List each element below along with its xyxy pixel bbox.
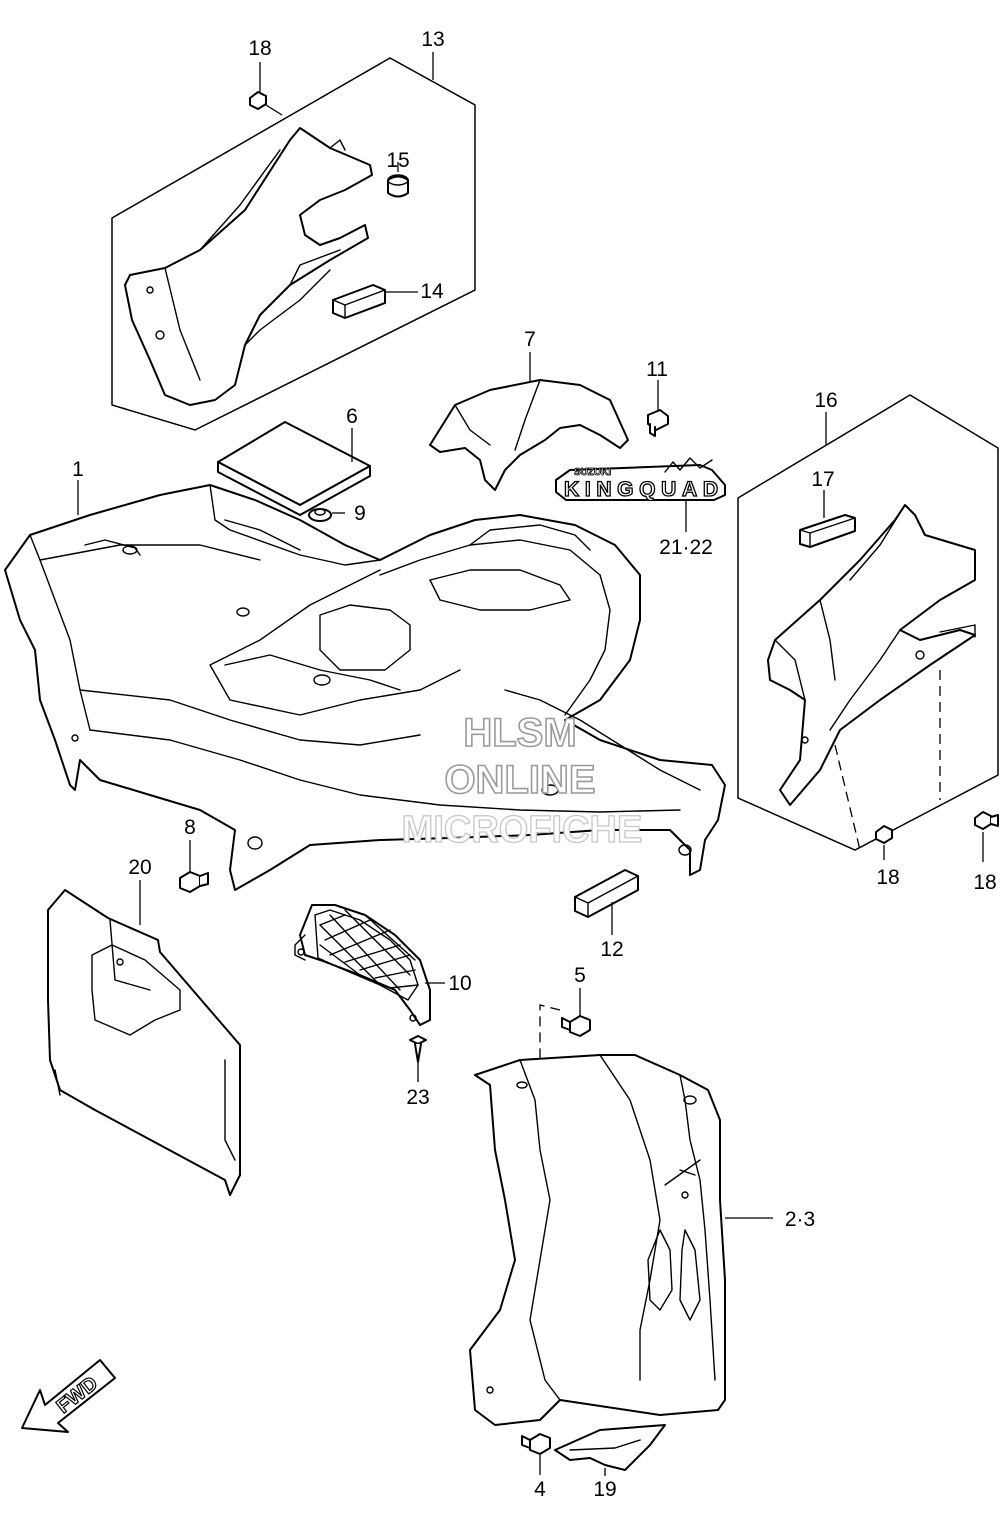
- callout-6: 6: [346, 405, 358, 428]
- kit-13-frame: [111, 57, 476, 431]
- part-14-pad: [332, 284, 386, 319]
- part-9-grommet: [308, 508, 332, 522]
- callout-16: 16: [814, 389, 837, 412]
- part-12-pad: [574, 869, 639, 918]
- watermark: HLSM ONLINE MICROFICHE: [401, 710, 643, 851]
- part-4-bolt: [521, 1433, 551, 1455]
- callout-4: 4: [534, 1478, 546, 1501]
- callout-8: 8: [184, 816, 196, 839]
- callout-14: 14: [420, 280, 444, 303]
- watermark-line-2: ONLINE: [444, 758, 595, 802]
- part-1-rear-fender: [4, 484, 726, 891]
- part-23-screw: [409, 1035, 427, 1063]
- callout-11: 11: [646, 358, 668, 381]
- part-16-inner-panel-right: [767, 504, 976, 806]
- callout-labels: 18 13 15 14 7 11 16 6 1 17 9 21·22 8 20 …: [72, 28, 997, 1501]
- decal-model-text: KINGQUAD: [564, 478, 718, 501]
- callout-18-right-b: 18: [973, 871, 996, 894]
- fwd-direction-arrow: FWD: [21, 1359, 116, 1433]
- part-11-bolt: [647, 409, 669, 437]
- callout-18-top: 18: [248, 37, 271, 60]
- callout-7: 7: [524, 328, 536, 351]
- part-13-inner-panel-left: [124, 127, 373, 406]
- callout-15: 15: [386, 149, 409, 172]
- callout-9: 9: [354, 502, 366, 525]
- kit-16-frame: [737, 394, 999, 851]
- callout-23: 23: [406, 1086, 429, 1109]
- callout-17: 17: [811, 468, 834, 491]
- part-19-guard: [554, 1424, 666, 1471]
- callout-13: 13: [421, 28, 444, 51]
- part-10-mesh-screen: [294, 904, 431, 1026]
- part-17-pad: [799, 514, 856, 548]
- part-15-grommet: [387, 174, 409, 198]
- callout-12: 12: [600, 938, 623, 961]
- part-8-bolt: [179, 871, 209, 893]
- callout-20: 20: [128, 856, 151, 879]
- part-7-cover: [429, 379, 629, 491]
- part-6-lid: [217, 421, 371, 516]
- part-18-bolt-top: [249, 62, 283, 116]
- part-18-bolt-right-b: [974, 811, 999, 862]
- callout-19: 19: [593, 1478, 616, 1501]
- decal-kingquad: SUZUKI KINGQUAD: [555, 457, 726, 502]
- part-20-mud-flap: [47, 889, 241, 1196]
- part-5-bolt: [561, 1015, 591, 1037]
- callout-1: 1: [72, 458, 84, 481]
- callout-10: 10: [448, 972, 471, 995]
- callout-5: 5: [574, 964, 586, 987]
- callout-18-right-a: 18: [876, 866, 899, 889]
- callout-21-22: 21·22: [659, 536, 713, 559]
- watermark-line-1: HLSM: [463, 711, 576, 755]
- part-2-3-inner-fender: [469, 1054, 726, 1426]
- decal-brand-text: SUZUKI: [574, 467, 611, 478]
- callout-2-3: 2·3: [785, 1208, 815, 1231]
- watermark-line-3: MICROFICHE: [402, 809, 643, 851]
- part-18-bolt-right-a: [875, 825, 893, 860]
